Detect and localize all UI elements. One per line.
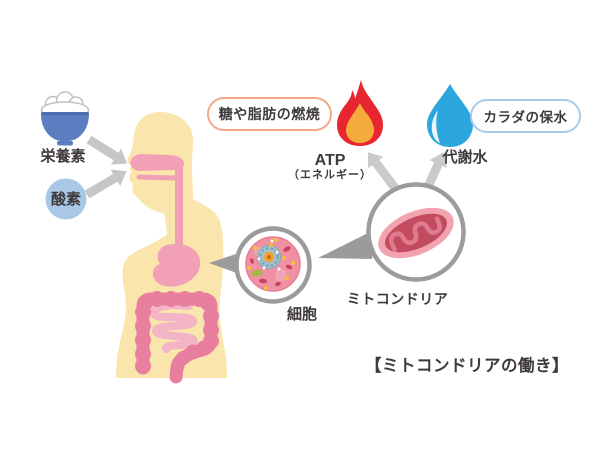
mouth-line <box>136 174 178 181</box>
oxygen-circle-icon <box>45 178 87 220</box>
rice-bowl-icon <box>40 91 90 146</box>
vesicles-yellow <box>247 238 295 290</box>
digestive-tract <box>130 154 219 384</box>
intake-arrow-oxygen <box>84 169 127 199</box>
colon-haustra <box>135 291 219 379</box>
mitochondria-magnifier <box>366 182 466 282</box>
energy-callout-text: 糖や脂肪の燃焼 <box>218 106 321 122</box>
small-intestine <box>150 301 198 353</box>
water-drop-icon <box>427 84 473 147</box>
oxygen-label: 酸素 <box>50 191 81 208</box>
flame-icon <box>337 80 383 146</box>
cristae <box>388 216 442 252</box>
mitochondrion-icon <box>378 207 454 259</box>
stomach <box>152 244 201 287</box>
nutrients-label: 栄養素 <box>40 148 86 165</box>
cell-label: 細胞 <box>286 306 317 323</box>
human-body-icon <box>116 112 227 384</box>
mitochondria-pointer-wedge <box>318 229 376 259</box>
cell-magnifier <box>234 226 312 304</box>
golgi <box>251 269 263 277</box>
vesicles-white <box>257 239 281 271</box>
nasal-cavity <box>130 154 184 171</box>
water-callout-text: カラダの保水 <box>483 110 568 125</box>
atp-label: ATP <box>314 152 346 169</box>
cell-icon <box>245 236 301 292</box>
organelles <box>250 246 293 287</box>
atp-sublabel: （エネルギー） <box>288 169 372 181</box>
energy-callout: 糖や脂肪の燃焼 <box>207 97 332 131</box>
intake-arrow-nutrients <box>86 135 128 165</box>
metabolic-water-label: 代謝水 <box>442 149 488 166</box>
diagram-title: 【ミトコンドリアの働き】 <box>365 357 569 375</box>
water-callout: カラダの保水 <box>470 99 581 133</box>
mitochondria-label: ミトコンドリア <box>346 291 449 307</box>
